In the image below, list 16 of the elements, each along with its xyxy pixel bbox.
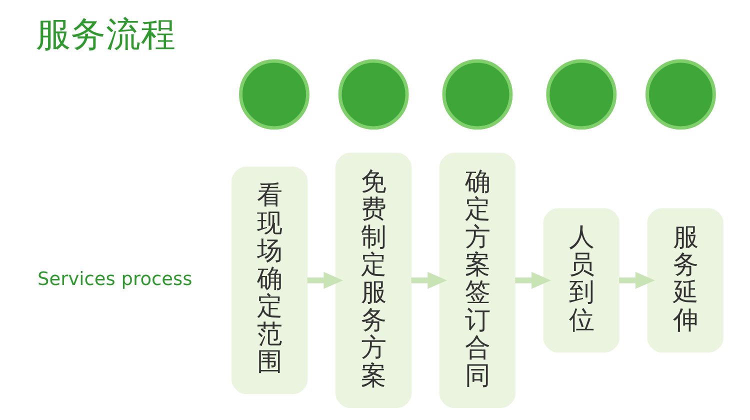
node-circle — [646, 58, 716, 130]
arrow — [411, 271, 447, 288]
node-circle — [442, 58, 513, 130]
arrow — [619, 271, 655, 288]
node-box: 免费制定服务方案 — [335, 152, 412, 408]
arrow — [307, 271, 344, 288]
node-box: 看现场确定范围 — [232, 166, 308, 394]
diagram-title: 服务流程 — [36, 14, 176, 54]
node-circle — [546, 58, 617, 130]
label: Services process — [38, 268, 192, 290]
node-circle — [338, 58, 409, 130]
arrow — [515, 271, 551, 288]
node-box: 服务延伸 — [647, 208, 724, 352]
node-circle — [239, 58, 310, 130]
node-box: 人员到位 — [543, 208, 620, 352]
node-box: 确定方案签订合同 — [439, 152, 516, 408]
